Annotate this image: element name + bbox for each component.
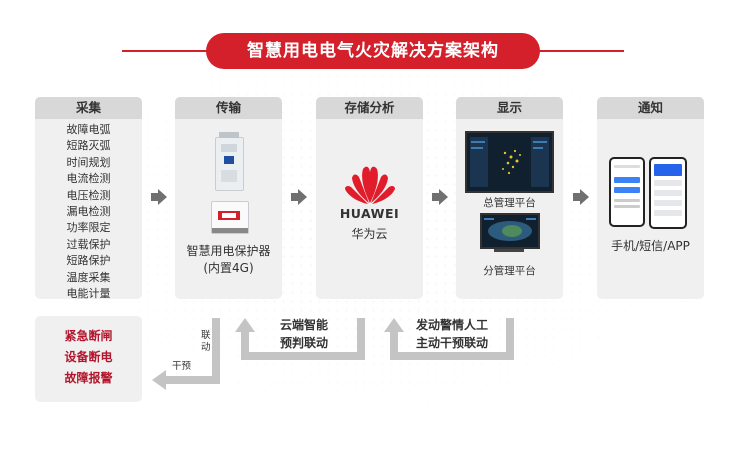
collect-item: 电压检测: [66, 188, 111, 202]
diagram-title: 智慧用电电气火灾解决方案架构: [206, 33, 540, 69]
stage-notify: 通知 手机/短信/APP: [597, 97, 704, 299]
huawei-logo-text: HUAWEI: [339, 206, 400, 221]
transmit-caption-1: 智慧用电保护器: [186, 244, 271, 258]
cloud-linkage-label-2: 预判联动: [279, 336, 328, 350]
stage-display: 显示 总管理平台 分管理平台: [456, 97, 563, 299]
intervene-label: 干预: [172, 361, 192, 372]
stage-notify-header: 通知: [597, 97, 704, 119]
collect-item: 故障电弧: [66, 123, 111, 136]
linkage-label: 联动: [201, 330, 211, 353]
collect-item: 过载保护: [66, 237, 111, 251]
sub-platform-screen: [480, 213, 540, 249]
huawei-logo-icon: [345, 166, 395, 204]
phone-right-icon: [649, 157, 687, 229]
storage-caption: 华为云: [351, 227, 388, 241]
alarm-action: 紧急断闸: [64, 329, 113, 343]
monitor-stand: [494, 249, 524, 252]
circuit-breaker-icon: [215, 132, 244, 191]
cloud-linkage-label-1: 云端智能: [279, 318, 328, 332]
notify-caption: 手机/短信/APP: [611, 239, 690, 253]
stage-storage: 存储分析 HUAWEI 华为云: [316, 97, 423, 299]
collect-item: 功率限定: [66, 221, 111, 235]
stage-storage-header: 存储分析: [316, 97, 423, 119]
collect-list: 故障电弧 短路灭弧 时间规划 电流检测 电压检测 漏电检测 功率限定 过载保护 …: [35, 119, 142, 302]
collect-item: 短路灭弧: [66, 139, 111, 153]
collect-item: 漏电检测: [66, 205, 111, 219]
display-caption-main: 总管理平台: [483, 197, 536, 209]
manual-linkage-label-2: 主动干预联动: [415, 336, 488, 350]
collect-item: 温度采集: [66, 270, 111, 284]
stage-display-header: 显示: [456, 97, 563, 119]
phone-left-icon: [609, 157, 645, 227]
collect-item: 时间规划: [66, 155, 111, 169]
smart-protector-icon: [211, 201, 249, 234]
alarm-action: 设备断电: [64, 350, 113, 364]
transmit-caption-2: (内置4G): [203, 261, 254, 275]
collect-item: 电能计量: [66, 287, 111, 301]
collect-item: 短路保护: [66, 254, 111, 268]
stage-collect-header: 采集: [35, 97, 142, 119]
manual-linkage-label-1: 发动警情人工: [415, 318, 488, 332]
main-platform-screen: [465, 131, 554, 193]
stage-transmit: 传输 智慧用电保护器 (内置4G): [175, 97, 282, 299]
display-caption-sub: 分管理平台: [483, 265, 536, 277]
stage-transmit-header: 传输: [175, 97, 282, 119]
collect-item: 电流检测: [66, 172, 111, 186]
alarm-action: 故障报警: [64, 371, 113, 385]
stage-collect: 采集 故障电弧 短路灭弧 时间规划 电流检测 电压检测 漏电检测 功率限定 过载…: [35, 97, 142, 302]
alarm-actions-box: 紧急断闸 设备断电 故障报警: [35, 316, 142, 402]
